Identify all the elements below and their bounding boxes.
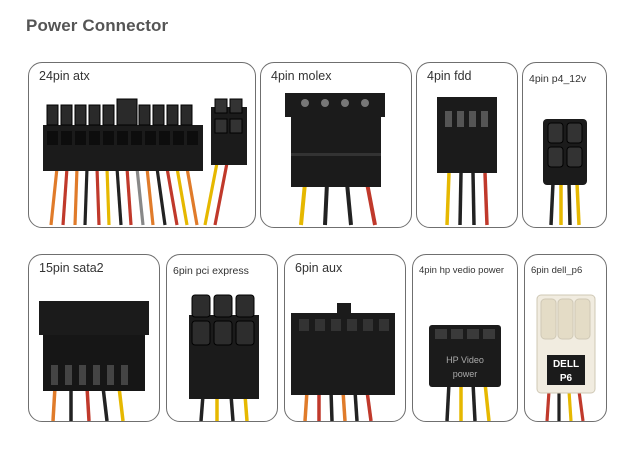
aux-6pin-connector-image bbox=[291, 303, 395, 421]
atx-24pin-connector-image bbox=[43, 98, 247, 226]
card-24pin-atx: 24pin atx bbox=[28, 62, 256, 228]
p4-12v-connector-image bbox=[543, 119, 587, 226]
dell-p6-connector-image: DELL P6 bbox=[536, 294, 596, 421]
card-label: 6pin dell_p6 bbox=[531, 265, 583, 276]
sata2-15pin-connector-image bbox=[39, 301, 149, 421]
card-label: 6pin aux bbox=[295, 261, 343, 275]
card-4pin-fdd: 4pin fdd bbox=[416, 62, 518, 228]
card-4pin-molex: 4pin molex bbox=[260, 62, 412, 228]
card-4pin-hp-video-power: 4pin hp vedio power HP Video power bbox=[412, 254, 518, 422]
card-label: 4pin p4_12v bbox=[529, 73, 587, 85]
pci-express-6pin-connector-image bbox=[189, 294, 259, 421]
card-label: 15pin sata2 bbox=[39, 261, 104, 275]
hp-video-power-connector-image: HP Video power bbox=[429, 325, 501, 421]
hp-connector-text-line1: HP Video bbox=[446, 355, 484, 365]
page-title: Power Connector bbox=[26, 16, 169, 35]
card-label: 6pin pci express bbox=[173, 265, 249, 277]
dell-connector-text-line1: DELL bbox=[553, 359, 579, 370]
card-6pin-aux: 6pin aux bbox=[284, 254, 406, 422]
card-4pin-p4-12v: 4pin p4_12v bbox=[522, 62, 607, 228]
molex-4pin-connector-image bbox=[285, 93, 385, 226]
card-6pin-dell-p6: 6pin dell_p6 DELL P6 bbox=[524, 254, 607, 422]
card-label: 4pin hp vedio power bbox=[419, 265, 505, 276]
card-label: 4pin fdd bbox=[427, 69, 472, 83]
card-15pin-sata2: 15pin sata2 bbox=[28, 254, 160, 422]
hp-connector-text-line2: power bbox=[453, 369, 478, 379]
fdd-4pin-connector-image bbox=[437, 97, 497, 226]
card-6pin-pci-express: 6pin pci express bbox=[166, 254, 278, 422]
card-label: 24pin atx bbox=[39, 69, 90, 83]
card-label: 4pin molex bbox=[271, 69, 332, 83]
dell-connector-text-line2: P6 bbox=[560, 373, 573, 384]
